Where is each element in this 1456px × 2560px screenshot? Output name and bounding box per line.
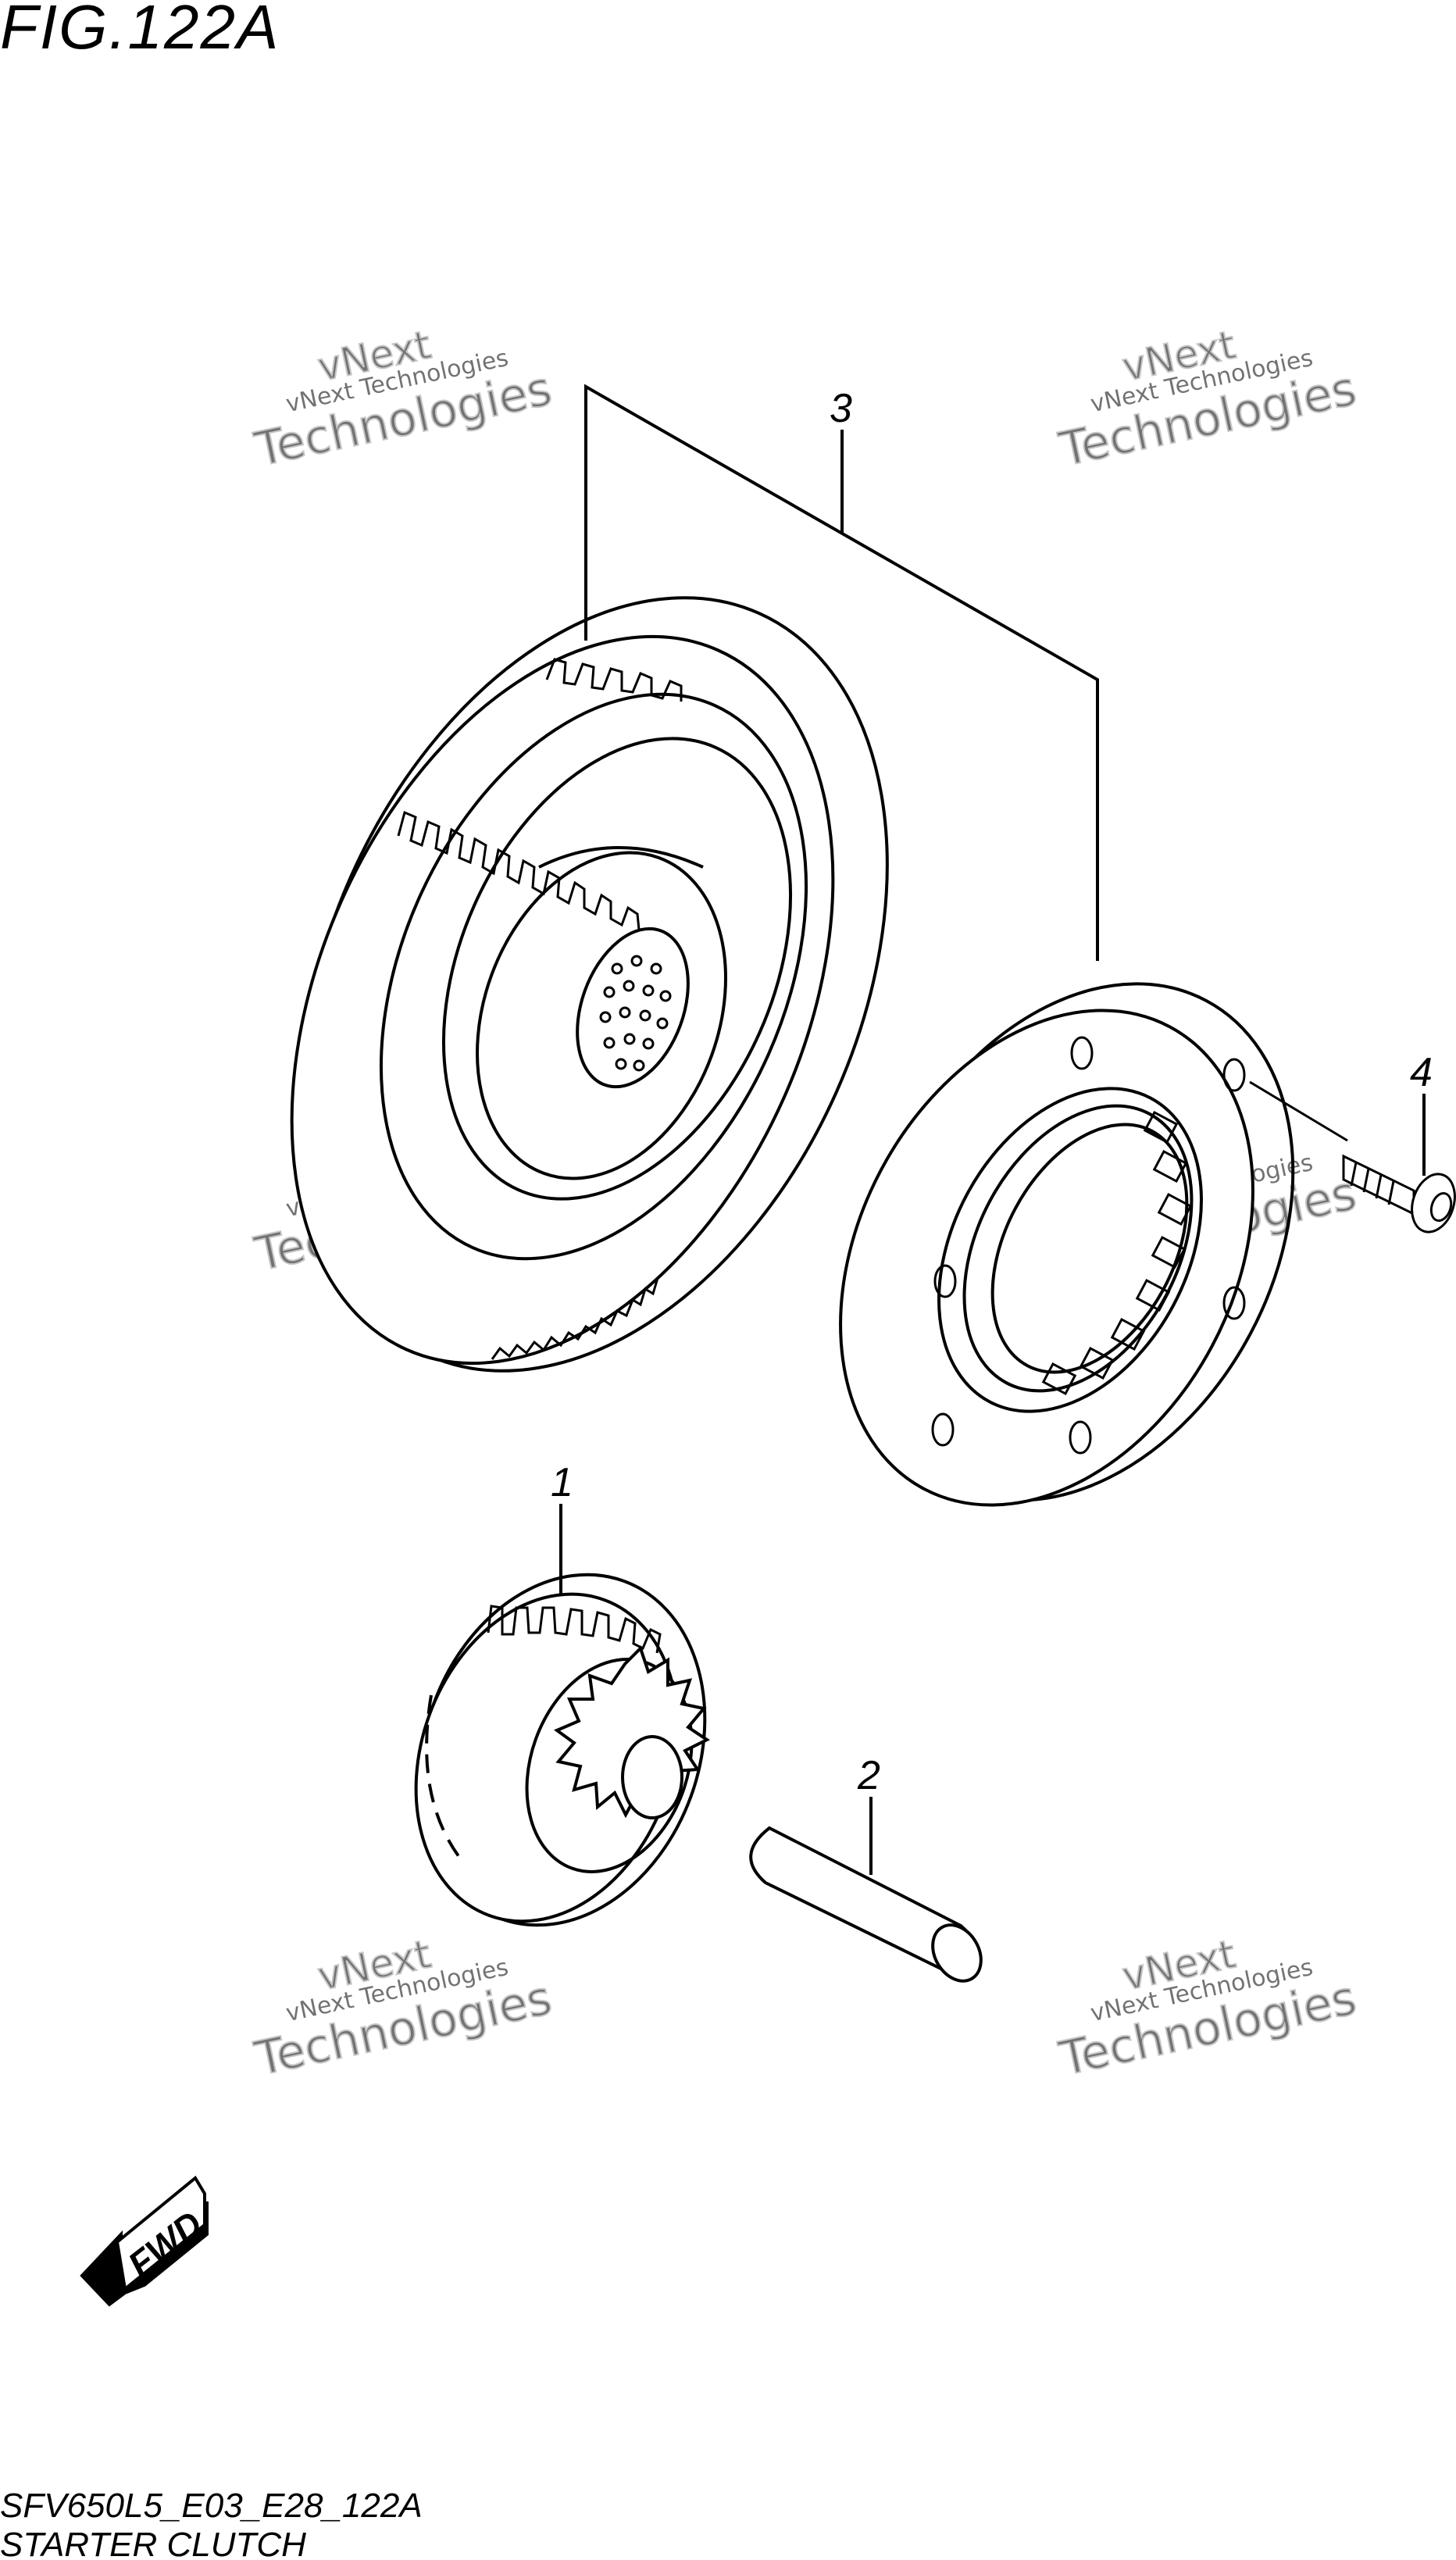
shaft [749,1826,983,1983]
fwd-arrow: FWD [80,2175,210,2307]
watermark-bottom-right: vNext Technologies vNext Technologies [1054,1930,1362,2087]
bolt [1342,1154,1456,1234]
watermark-top-right: vNext Technologies vNext Technologies [1054,321,1362,478]
clutch-bore [990,1123,1189,1374]
bolt-leader-line [1249,1080,1348,1142]
needle-bearing [599,955,672,1072]
gear-teeth-top [397,658,683,930]
callout-3: 3 [830,386,852,431]
callout-3-leader [584,384,1099,961]
clutch-inner-outer [937,1087,1203,1413]
figure-name: STARTER CLUTCH [0,2526,306,2560]
clutch-bolt-holes [931,1036,1246,1455]
callout-2: 2 [857,1753,880,1798]
idle-gear-bore [621,1735,683,1819]
starter-driven-gear [290,596,889,1373]
gear-teeth-bottom [491,1277,659,1360]
watermark-top-left: vNext Technologies vNext Technologies [249,321,558,478]
callout-4: 4 [1410,1050,1433,1095]
gear-inner-ring [380,692,808,1261]
one-way-clutch [839,982,1295,1507]
idle-gear-large-teeth [487,1605,662,1654]
starter-idle-gear [414,1573,710,1927]
figure-code: SFV650L5_E03_E28_122A [0,2487,423,2525]
watermark-bottom-left: vNext Technologies vNext Technologies [249,1930,558,2087]
callout-1: 1 [551,1460,573,1505]
figure-title: FIG.122A [0,0,280,62]
idle-gear-hidden-edge [425,1694,462,1861]
gear-inner-step [442,737,792,1201]
clutch-rollers [1041,1110,1193,1396]
